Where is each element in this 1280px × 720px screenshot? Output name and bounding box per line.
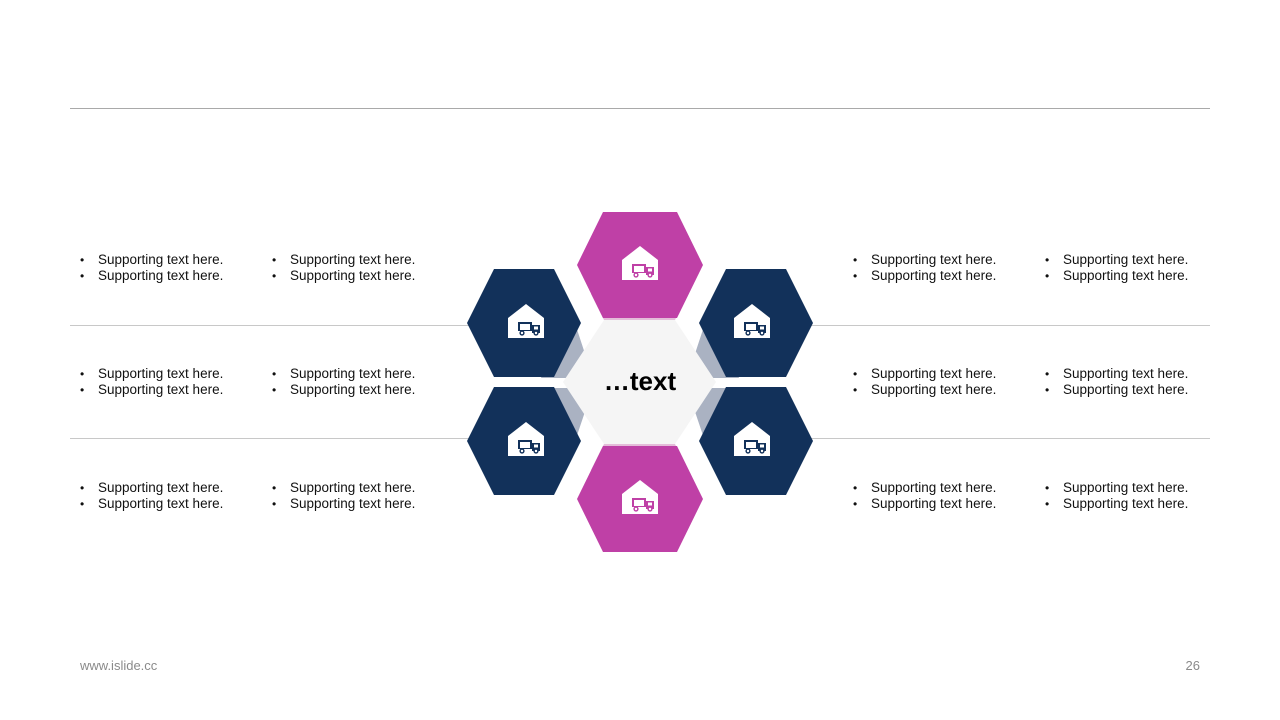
bullet-item: Supporting text here.: [80, 366, 250, 382]
right-row-3-col-1: Supporting text here. Supporting text he…: [853, 480, 1023, 512]
bullet-item: Supporting text here.: [853, 382, 1023, 398]
bullet-item: Supporting text here.: [272, 496, 442, 512]
bullet-item: Supporting text here.: [1045, 268, 1215, 284]
hexagon-node-upper-left: [467, 269, 581, 377]
bullet-item: Supporting text here.: [1045, 496, 1215, 512]
hexagon-node-upper-right: [699, 269, 813, 377]
right-row-1-col-1: Supporting text here. Supporting text he…: [853, 252, 1023, 284]
bullet-item: Supporting text here.: [1045, 480, 1215, 496]
left-row-3-col-2: Supporting text here. Supporting text he…: [272, 480, 442, 512]
row-divider-left-1: [70, 325, 470, 326]
left-row-3-col-1: Supporting text here. Supporting text he…: [80, 480, 250, 512]
bullet-item: Supporting text here.: [80, 480, 250, 496]
row-divider-left-2: [70, 438, 470, 439]
left-row-2-col-1: Supporting text here. Supporting text he…: [80, 366, 250, 398]
center-label: …text: [603, 366, 677, 396]
left-row-1-col-2: Supporting text here. Supporting text he…: [272, 252, 442, 284]
bullet-item: Supporting text here.: [80, 268, 250, 284]
bullet-item: Supporting text here.: [1045, 366, 1215, 382]
bullet-item: Supporting text here.: [272, 252, 442, 268]
hexagon-node-lower-left: [467, 387, 581, 495]
bullet-item: Supporting text here.: [272, 382, 442, 398]
bullet-item: Supporting text here.: [1045, 382, 1215, 398]
right-row-3-col-2: Supporting text here. Supporting text he…: [1045, 480, 1215, 512]
hexagon-node-bottom: [577, 446, 703, 552]
bullet-item: Supporting text here.: [80, 382, 250, 398]
bullet-item: Supporting text here.: [1045, 252, 1215, 268]
bullet-item: Supporting text here.: [853, 480, 1023, 496]
page-number: 26: [1185, 658, 1200, 673]
center-hexagon: [563, 320, 716, 444]
left-row-2-col-2: Supporting text here. Supporting text he…: [272, 366, 442, 398]
header-divider: [70, 108, 1210, 109]
bullet-item: Supporting text here.: [853, 496, 1023, 512]
hexagon-node-lower-right: [699, 387, 813, 495]
right-row-1-col-2: Supporting text here. Supporting text he…: [1045, 252, 1215, 284]
row-divider-right-1: [810, 325, 1210, 326]
footer-url: www.islide.cc: [80, 658, 158, 673]
bullet-item: Supporting text here.: [853, 252, 1023, 268]
bullet-item: Supporting text here.: [853, 366, 1023, 382]
left-row-1-col-1: Supporting text here. Supporting text he…: [80, 252, 250, 284]
bullet-item: Supporting text here.: [80, 252, 250, 268]
bullet-item: Supporting text here.: [272, 366, 442, 382]
bullet-item: Supporting text here.: [853, 268, 1023, 284]
row-divider-right-2: [810, 438, 1210, 439]
right-row-2-col-2: Supporting text here. Supporting text he…: [1045, 366, 1215, 398]
bullet-item: Supporting text here.: [80, 496, 250, 512]
bullet-item: Supporting text here.: [272, 268, 442, 284]
bullet-item: Supporting text here.: [272, 480, 442, 496]
hexagon-node-top: [577, 212, 703, 318]
right-row-2-col-1: Supporting text here. Supporting text he…: [853, 366, 1023, 398]
